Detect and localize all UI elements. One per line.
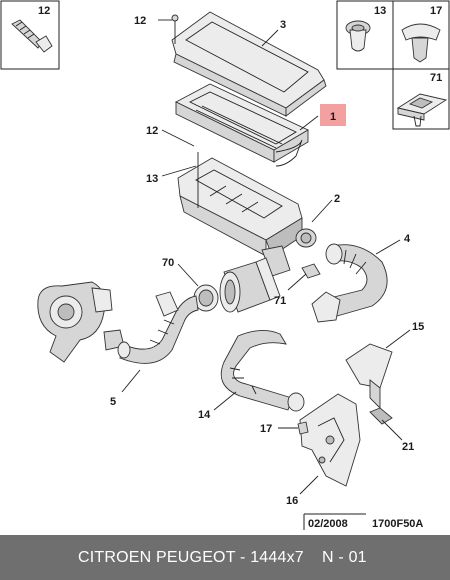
ref-code: 1700F50A: [372, 518, 423, 530]
callout-17-inset: 17: [430, 5, 442, 17]
callout-16: 16: [286, 495, 298, 507]
support-bracket: [299, 393, 361, 487]
retainer-icon: [396, 93, 448, 127]
callout-5: 5: [110, 396, 116, 408]
intercooler-hose: [220, 330, 305, 412]
callout-14: 14: [198, 409, 211, 421]
callout-2: 2: [334, 193, 340, 205]
turbocharger: [37, 281, 125, 363]
callout-13: 13: [146, 173, 158, 185]
reference-block: 02/2008 1700F50A: [303, 513, 423, 530]
callout-1: 1: [330, 111, 336, 123]
callouts: 12 3 1 12 13 2 4 70 71 15 5 14 17 21 16: [110, 15, 424, 507]
heat-shield: [345, 343, 393, 410]
callout-70: 70: [162, 257, 174, 269]
callout-12-mid: 12: [146, 125, 158, 137]
callout-12-inset: 12: [38, 5, 50, 17]
callout-21: 21: [402, 441, 414, 453]
lower-clip: [297, 421, 309, 435]
intake-hose: [311, 243, 388, 323]
callout-1-highlight: [320, 104, 346, 126]
callout-12-top: 12: [134, 15, 146, 27]
airbox-cover: [171, 11, 327, 117]
grommet-icon: [345, 20, 371, 52]
callout-13-inset: 13: [374, 5, 386, 17]
inset-box-retainer: 71: [392, 68, 450, 130]
leader-lines: [121, 19, 411, 495]
callout-17: 17: [260, 423, 272, 435]
callout-71: 71: [274, 295, 286, 307]
foam-pad: [369, 407, 393, 425]
airbox-body: [177, 152, 317, 277]
date-code: 02/2008: [308, 518, 348, 530]
inset-box-bolt: 12: [0, 0, 60, 70]
hose-clip: [301, 263, 321, 279]
clip-icon: [401, 23, 441, 63]
callout-4: 4: [404, 233, 411, 245]
callout-71-inset: 71: [430, 72, 442, 84]
footer-bar: CITROEN PEUGEOT - 1444x7 N - 01: [0, 535, 450, 580]
bolt-icon: [11, 19, 53, 53]
parts-diagram: 12 13 17 71: [0, 0, 450, 530]
turbo-inlet-hose: [117, 291, 199, 364]
air-filter-element: [175, 83, 309, 167]
inset-box-clips: 13 17: [336, 0, 450, 70]
air-duct-connector: [193, 257, 281, 313]
callout-15: 15: [412, 321, 424, 333]
footer-model-text: CITROEN PEUGEOT - 1444x7: [78, 548, 304, 566]
footer-page-text: N - 01: [322, 548, 367, 566]
callout-3: 3: [280, 19, 286, 31]
